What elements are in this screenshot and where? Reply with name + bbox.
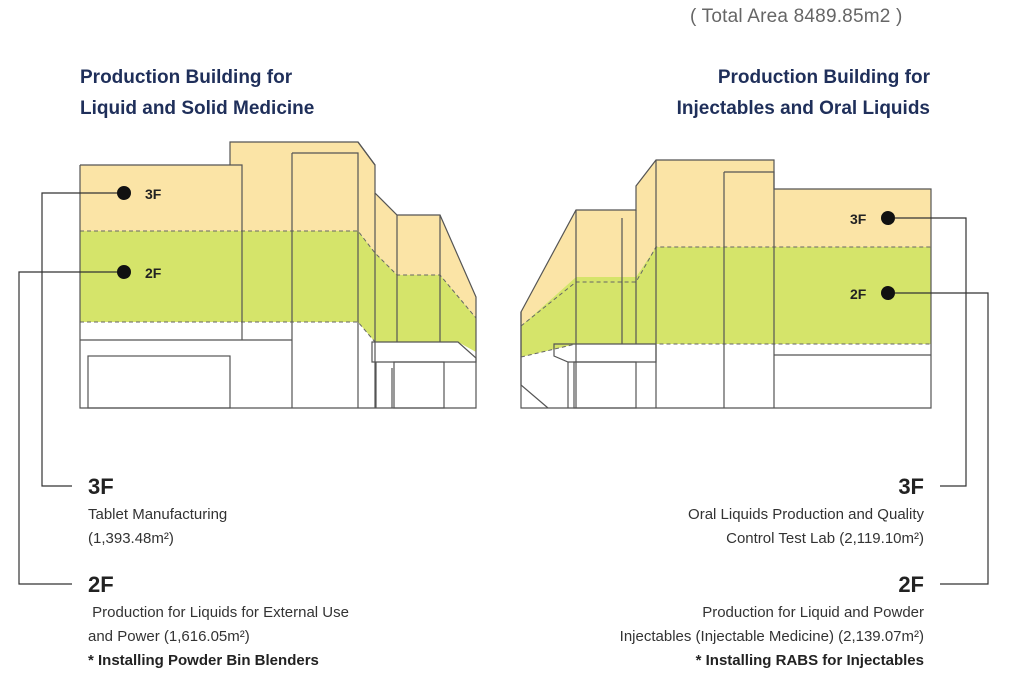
left-floor2-description: Production for Liquids for External Use … — [88, 601, 349, 673]
left-floor3-heading: 3F — [88, 474, 114, 499]
left-floor2-note: * Installing Powder Bin Blenders — [88, 652, 319, 669]
right-floor3-line2: Control Test Lab (2,119.10m²) — [726, 530, 924, 547]
right-title-line1: Production Building for — [717, 67, 930, 88]
right-marker-2f-label: 2F — [850, 286, 867, 302]
right-title-line2: Injectables and Oral Liquids — [676, 98, 930, 119]
right-building — [520, 159, 932, 409]
left-building-3f-band — [80, 142, 476, 318]
right-floor3-description: Oral Liquids Production and Quality Cont… — [688, 503, 924, 551]
right-marker-2f-dot — [881, 286, 895, 300]
left-floor3-area: (1,393.48m²) — [88, 530, 174, 547]
left-marker-2f-dot — [117, 265, 131, 279]
left-floor3-line1: Tablet Manufacturing — [88, 506, 228, 523]
right-marker-3f-label: 3F — [850, 211, 867, 227]
left-marker-3f-dot — [117, 186, 131, 200]
right-floor3-line1: Oral Liquids Production and Quality — [688, 506, 924, 523]
right-floor2-line1: Production for Liquid and Powder — [702, 604, 924, 621]
left-title-line2: Liquid and Solid Medicine — [80, 98, 315, 119]
left-leader-2f — [18, 271, 117, 585]
left-marker-2f-label: 2F — [145, 265, 162, 281]
right-leader-2f — [895, 292, 989, 585]
left-floor2-heading: 2F — [88, 572, 114, 597]
left-floor2-line1: Production for Liquids for External Use — [88, 604, 349, 621]
left-leader-3f — [41, 192, 117, 487]
left-building — [79, 141, 477, 409]
right-floor3-heading: 3F — [898, 474, 924, 499]
right-leader-3f — [895, 217, 967, 487]
right-floor2-description: Production for Liquid and Powder Injecta… — [620, 601, 924, 673]
right-floor2-line2: Injectables (Injectable Medicine) (2,139… — [619, 628, 924, 645]
total-area: ( Total Area 8489.85m2 ) — [690, 6, 903, 27]
left-floor2-line2: and Power (1,616.05m²) — [88, 628, 250, 645]
right-marker-3f-dot — [881, 211, 895, 225]
right-building-3f-band — [521, 160, 931, 326]
left-floor3-description: Tablet Manufacturing (1,393.48m²) — [88, 503, 227, 551]
right-floor2-note: * Installing RABS for Injectables — [695, 652, 924, 669]
right-building-2f-band — [521, 247, 931, 357]
right-building-title: Production Building for Injectables and … — [677, 62, 930, 124]
left-building-title: Production Building for Liquid and Solid… — [80, 62, 314, 124]
left-marker-3f-label: 3F — [145, 186, 162, 202]
left-title-line1: Production Building for — [80, 67, 293, 88]
right-floor2-heading: 2F — [898, 572, 924, 597]
